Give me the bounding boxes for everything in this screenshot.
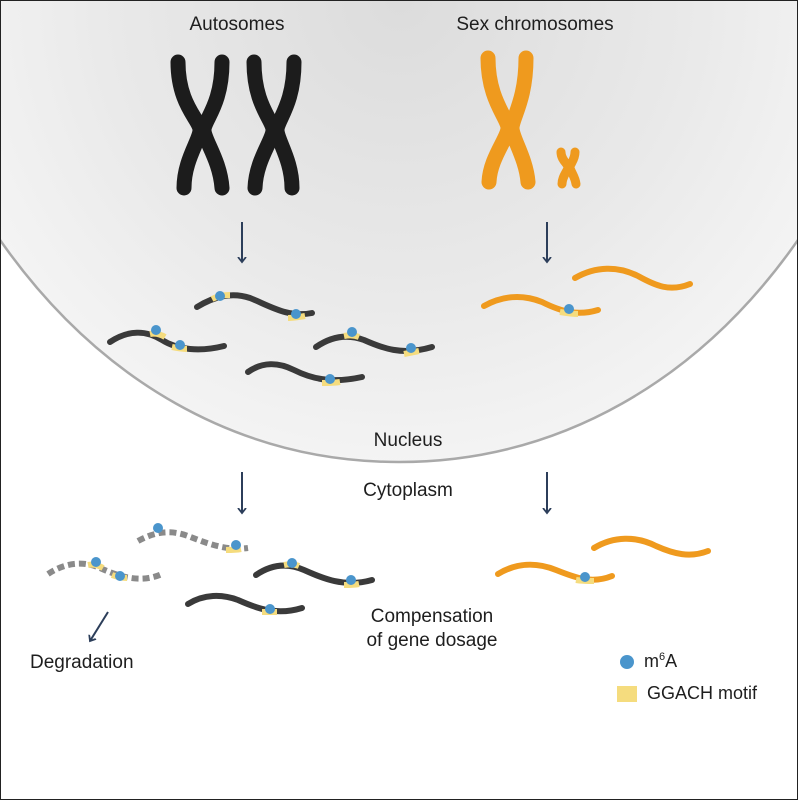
- autosome-chromosome-1: [170, 54, 230, 196]
- nuclear-autosomal-mrna-1: [194, 291, 315, 321]
- m6a-dot-icon: [620, 654, 634, 669]
- autosomes-label: Autosomes: [189, 14, 285, 35]
- compensation-label-line1: Compensation: [370, 606, 494, 627]
- legend-m6a: m6A: [620, 651, 677, 672]
- nuclear-envelope: [0, 239, 798, 464]
- compensation-label-line2: of gene dosage: [366, 630, 498, 651]
- autosome-chromosome-2: [246, 54, 302, 196]
- legend-ggach: GGACH motif: [617, 683, 757, 704]
- cytoplasmic-autosomal-mrna-1: [253, 558, 375, 588]
- x-chromosome: [480, 50, 536, 190]
- degradation-label: Degradation: [30, 652, 134, 673]
- arrow-degradation: [90, 611, 109, 641]
- cytoplasmic-sex-mrna-1: [495, 561, 615, 584]
- y-chromosome: [556, 147, 581, 189]
- degrading-mrna-1: [136, 523, 249, 553]
- motif-swatch-icon: [617, 685, 637, 702]
- degrading-mrna-2: [46, 557, 164, 582]
- nuclear-autosomal-mrna-4: [245, 361, 365, 386]
- cytoplasmic-sex-mrna-2: [591, 535, 711, 558]
- legend-ggach-label: GGACH motif: [647, 683, 758, 703]
- nucleus-region: [0, 0, 798, 462]
- nuclear-autosomal-mrna-3: [313, 327, 435, 357]
- nuclear-sex-mrna-1: [481, 294, 601, 317]
- nuclear-autosomal-mrna-2: [107, 325, 227, 353]
- nucleus-label: Nucleus: [373, 430, 443, 451]
- cytoplasm-label: Cytoplasm: [363, 480, 453, 501]
- nuclear-sex-mrna-2: [572, 265, 693, 291]
- sex-chromosomes-label: Sex chromosomes: [456, 14, 614, 35]
- legend-m6a-label: m6A: [644, 651, 678, 671]
- cytoplasmic-autosomal-mrna-2: [185, 592, 305, 615]
